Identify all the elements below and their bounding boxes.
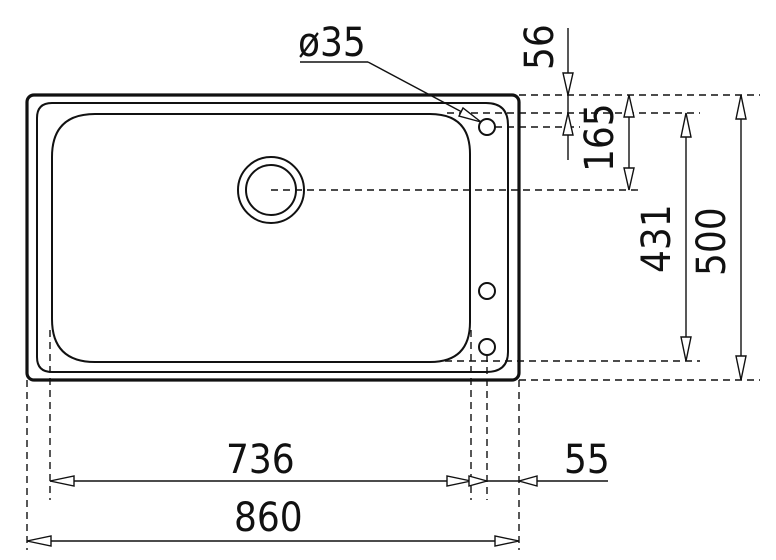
- tap-hole-bottom: [478, 338, 496, 356]
- dim-500-arrow-down: [735, 355, 747, 381]
- sink-bowl: [51, 113, 471, 363]
- dim-56-arrow-down: [562, 72, 574, 96]
- tap-hole-middle: [478, 282, 496, 300]
- dim-736-arrow-right: [446, 475, 472, 487]
- dim-deck-width: 55: [564, 437, 610, 483]
- dim-736-arrow-left: [49, 475, 75, 487]
- dim-431-arrow-down: [680, 336, 692, 362]
- dim-860-arrow-left: [26, 535, 52, 547]
- dim-bowl-depth: 431: [634, 204, 680, 273]
- sink-outer-rim: [25, 93, 521, 382]
- dim-overall-depth: 500: [689, 207, 735, 276]
- dim-hole-diameter: ø35: [298, 20, 366, 66]
- dim-bowl-width: 736: [226, 437, 295, 483]
- sink-inner-rim: [36, 102, 509, 373]
- dim-top-offset: 56: [517, 24, 563, 70]
- dim-860-arrow-right: [494, 535, 520, 547]
- dim-overall-width: 860: [234, 495, 303, 541]
- tap-hole-top: [478, 118, 496, 136]
- dim-55-arrow-right: [516, 475, 538, 487]
- dim-431-arrow-up: [680, 112, 692, 138]
- leader-diameter: [367, 61, 476, 120]
- dim-165-arrow-down: [623, 167, 635, 191]
- dim-500-arrow-up: [735, 94, 747, 120]
- dim-55-arrow-left: [468, 475, 490, 487]
- dim-165-arrow-up: [623, 94, 635, 118]
- leader-diameter-arrow: [457, 106, 482, 123]
- dim-56-arrow-up: [562, 112, 574, 136]
- dim-drain-offset: 165: [577, 103, 623, 172]
- drain-outer: [237, 156, 305, 224]
